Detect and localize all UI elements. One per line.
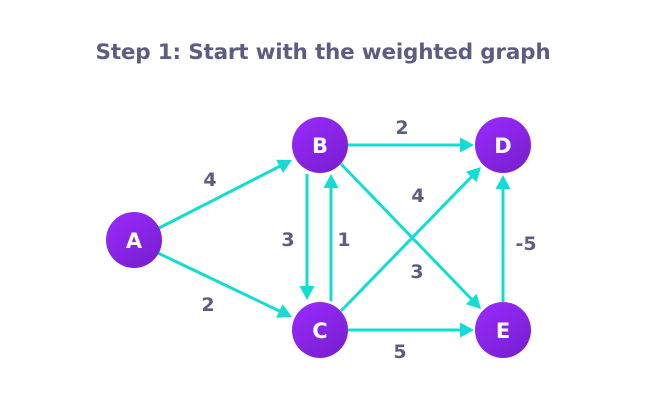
arrow-head-icon bbox=[323, 174, 339, 188]
node-label: A bbox=[126, 229, 143, 253]
nodes-layer: A B C D E bbox=[106, 117, 531, 358]
edge-line bbox=[157, 251, 282, 313]
arrow-head-icon bbox=[460, 137, 474, 153]
edge-b-to-e bbox=[339, 162, 481, 309]
node-label: B bbox=[312, 134, 328, 158]
edge-weights-layer: 4 2 2 3 1 3 4 5 -5 bbox=[201, 117, 536, 363]
edge-e-to-d bbox=[495, 175, 511, 302]
edges-layer bbox=[157, 137, 511, 338]
node-label: C bbox=[312, 319, 327, 343]
edge-c-to-b bbox=[323, 174, 339, 301]
node-circle[interactable] bbox=[292, 117, 348, 173]
arrow-head-icon bbox=[460, 322, 474, 338]
node-circle[interactable] bbox=[475, 302, 531, 358]
page-title: Step 1: Start with the weighted graph bbox=[95, 40, 551, 65]
graph-node-b[interactable]: B bbox=[292, 117, 348, 173]
edge-line bbox=[339, 174, 474, 313]
arrow-head-icon bbox=[276, 159, 292, 174]
arrow-head-icon bbox=[465, 293, 481, 309]
node-circle[interactable] bbox=[292, 302, 348, 358]
edge-c-to-d bbox=[339, 167, 481, 313]
edge-weight-label: 2 bbox=[395, 117, 408, 139]
edge-c-to-e bbox=[348, 322, 474, 338]
arrow-head-icon bbox=[495, 175, 511, 189]
edge-b-to-d bbox=[348, 137, 474, 153]
edge-line bbox=[158, 164, 282, 230]
edge-weight-label: 4 bbox=[203, 169, 216, 191]
graph-node-a[interactable]: A bbox=[106, 212, 162, 268]
edge-weight-label: 2 bbox=[201, 294, 214, 316]
node-label: E bbox=[496, 319, 510, 343]
node-label: D bbox=[494, 134, 511, 158]
edge-weight-label: 5 bbox=[393, 341, 406, 363]
graph-node-d[interactable]: D bbox=[475, 117, 531, 173]
edge-weight-label: 3 bbox=[410, 261, 423, 283]
graph-node-e[interactable]: E bbox=[475, 302, 531, 358]
graph-node-c[interactable]: C bbox=[292, 302, 348, 358]
edge-line bbox=[339, 162, 474, 302]
edge-weight-label: -5 bbox=[515, 233, 536, 255]
edge-a-to-b bbox=[158, 159, 292, 230]
edge-b-to-c bbox=[299, 174, 315, 300]
arrow-head-icon bbox=[276, 304, 292, 318]
edge-a-to-c bbox=[157, 251, 292, 318]
node-circle[interactable] bbox=[475, 117, 531, 173]
arrow-head-icon bbox=[465, 167, 481, 183]
edge-weight-label: 1 bbox=[337, 229, 350, 251]
node-circle[interactable] bbox=[106, 212, 162, 268]
edge-weight-label: 3 bbox=[281, 229, 294, 251]
edge-weight-label: 4 bbox=[411, 185, 424, 207]
arrow-head-icon bbox=[299, 286, 315, 300]
